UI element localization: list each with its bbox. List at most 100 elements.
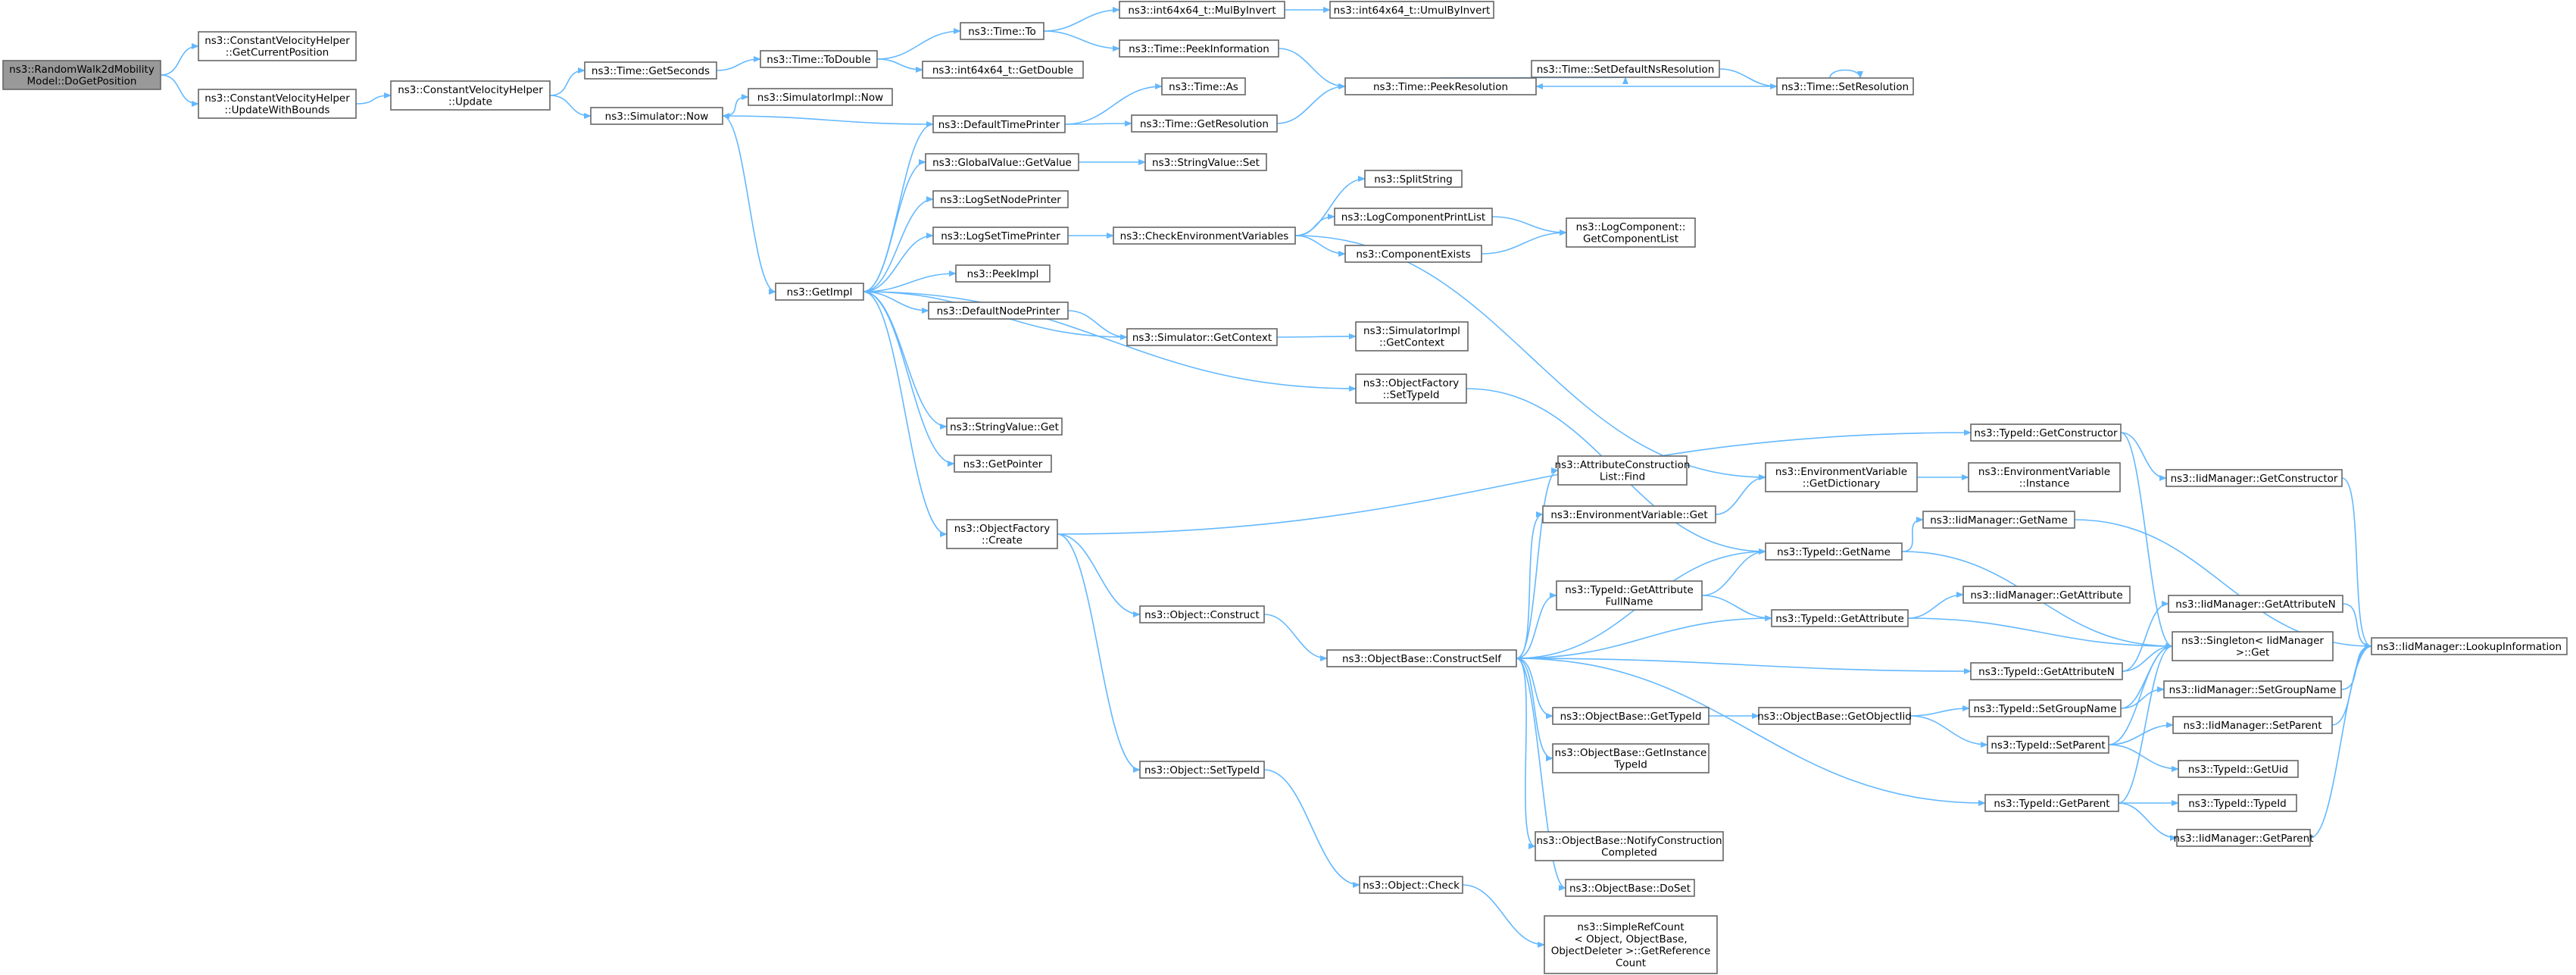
- node-box: [1334, 208, 1493, 226]
- function-node[interactable]: ns3::ObjectBase::GetObjectIid: [1757, 707, 1912, 725]
- function-node[interactable]: ns3::Time::SetResolution: [1776, 77, 1914, 95]
- function-node[interactable]: ns3::EnvironmentVariable::Instance: [1968, 462, 2121, 492]
- function-node[interactable]: ns3::LogSetTimePrinter: [932, 227, 1069, 245]
- function-node[interactable]: ns3::ConstantVelocityHelper::UpdateWithB…: [198, 89, 357, 119]
- function-node[interactable]: ns3::Simulator::Now: [590, 107, 723, 125]
- function-node[interactable]: ns3::CheckEnvironmentVariables: [1113, 227, 1296, 245]
- function-node[interactable]: ns3::IidManager::GetConstructor: [2165, 469, 2343, 487]
- function-node[interactable]: ns3::LogSetNodePrinter: [932, 190, 1069, 208]
- function-node[interactable]: ns3::PeekImpl: [955, 264, 1051, 283]
- function-node[interactable]: ns3::SimulatorImpl::GetContext: [1355, 321, 1469, 352]
- function-node[interactable]: ns3::StringValue::Set: [1144, 153, 1267, 171]
- function-node[interactable]: ns3::Simulator::GetContext: [1126, 328, 1278, 346]
- node-box: [760, 50, 878, 68]
- function-node[interactable]: ns3::Time::PeekResolution: [1344, 77, 1537, 95]
- function-node[interactable]: ns3::IidManager::GetAttributeN: [2168, 595, 2343, 613]
- function-node[interactable]: ns3::Time::GetResolution: [1131, 114, 1278, 133]
- function-node[interactable]: ns3::TypeId::GetName: [1765, 542, 1903, 561]
- function-node[interactable]: ns3::GetImpl: [775, 283, 864, 301]
- function-node[interactable]: ns3::LogComponent::GetComponentList: [1566, 217, 1696, 248]
- function-node[interactable]: ns3::GlobalValue::GetValue: [925, 153, 1079, 171]
- node-label: ns3::Time::SetResolution: [1781, 81, 1909, 93]
- call-edge: [2342, 603, 2372, 649]
- function-node[interactable]: ns3::ObjectBase::NotifyConstructionCompl…: [1535, 831, 1724, 861]
- function-node[interactable]: ns3::Time::GetSeconds: [584, 61, 717, 80]
- node-box: [1968, 462, 2121, 492]
- call-edge: [549, 95, 592, 119]
- node-box: [1131, 114, 1278, 133]
- function-node[interactable]: ns3::Time::As: [1161, 77, 1246, 95]
- function-node[interactable]: ns3::ConstantVelocityHelper::Update: [390, 80, 551, 111]
- function-node[interactable]: ns3::int64x64_t::UmulByInvert: [1329, 1, 1494, 19]
- function-node[interactable]: ns3::Object::Check: [1359, 876, 1463, 894]
- node-box: [1344, 245, 1482, 263]
- node-label: ns3::StringValue::Get: [950, 421, 1059, 433]
- function-node[interactable]: ns3::TypeId::GetAttribute: [1771, 609, 1909, 627]
- function-node[interactable]: ns3::SplitString: [1364, 170, 1463, 188]
- root-function-node[interactable]: ns3::RandomWalk2dMobilityModel::DoGetPos…: [2, 60, 161, 90]
- call-edge: [2341, 477, 2372, 649]
- function-node[interactable]: ns3::int64x64_t::MulByInvert: [1119, 1, 1285, 19]
- node-label: ns3::TypeId::GetConstructor: [1974, 427, 2118, 439]
- node-box: [954, 455, 1052, 473]
- function-node[interactable]: ns3::Time::PeekInformation: [1119, 39, 1279, 58]
- node-label: ns3::SimulatorImpl: [1363, 325, 1460, 337]
- node-box: [1765, 542, 1903, 561]
- call-edge: [1294, 235, 1346, 257]
- function-node[interactable]: ns3::Time::To: [960, 22, 1044, 40]
- function-node[interactable]: ns3::ObjectFactory::Create: [946, 519, 1058, 549]
- node-box: [1344, 77, 1537, 95]
- function-node[interactable]: ns3::ObjectFactory::SetTypeId: [1355, 373, 1467, 404]
- function-node[interactable]: ns3::Time::SetDefaultNsResolution: [1531, 60, 1720, 78]
- function-node[interactable]: ns3::ObjectBase::ConstructSelf: [1326, 649, 1517, 667]
- call-edge: [863, 291, 955, 467]
- node-box: [1758, 707, 1911, 725]
- function-node[interactable]: ns3::Singleton< IidManager>::Get: [2172, 631, 2334, 661]
- function-node[interactable]: ns3::Object::SetTypeId: [1139, 761, 1265, 779]
- node-label: ns3::IidManager::SetParent: [2184, 720, 2322, 732]
- call-edge: [1057, 533, 1141, 617]
- function-node[interactable]: ns3::Time::ToDouble: [760, 50, 878, 68]
- node-box: [946, 519, 1058, 549]
- function-node[interactable]: ns3::GetPointer: [954, 455, 1052, 473]
- function-node[interactable]: ns3::TypeId::GetUid: [2178, 760, 2299, 778]
- function-node[interactable]: ns3::TypeId::TypeId: [2178, 794, 2297, 812]
- function-node[interactable]: ns3::TypeId::SetGroupName: [1969, 699, 2122, 717]
- function-node[interactable]: ns3::IidManager::GetAttribute: [1962, 586, 2131, 604]
- function-node[interactable]: ns3::IidManager::GetParent: [2174, 829, 2314, 847]
- node-label: Model::DoGetPosition: [27, 76, 137, 88]
- function-node[interactable]: ns3::ObjectBase::DoSet: [1565, 879, 1695, 897]
- function-node[interactable]: ns3::DefaultNodePrinter: [928, 302, 1069, 320]
- node-label: ns3::ObjectBase::NotifyConstruction: [1536, 835, 1722, 847]
- function-node[interactable]: ns3::IidManager::GetName: [1922, 511, 2075, 529]
- function-node[interactable]: ns3::EnvironmentVariable::GetDictionary: [1765, 462, 1918, 492]
- node-box: [2178, 794, 2297, 812]
- node-box: [1119, 1, 1285, 19]
- function-node[interactable]: ns3::IidManager::SetGroupName: [2163, 680, 2342, 698]
- function-node[interactable]: ns3::ObjectBase::GetTypeId: [1552, 707, 1710, 725]
- function-node[interactable]: ns3::LogComponentPrintList: [1334, 208, 1493, 226]
- function-node[interactable]: ns3::TypeId::GetConstructor: [1970, 423, 2122, 442]
- node-label: ns3::LogComponent::: [1576, 221, 1686, 233]
- function-node[interactable]: ns3::ConstantVelocityHelper::GetCurrentP…: [198, 31, 357, 61]
- function-node[interactable]: ns3::DefaultTimePrinter: [932, 115, 1066, 133]
- function-node[interactable]: ns3::int64x64_t::GetDouble: [922, 61, 1084, 79]
- function-node[interactable]: ns3::IidManager::SetParent: [2172, 716, 2333, 734]
- function-node[interactable]: ns3::TypeId::SetParent: [1987, 736, 2109, 754]
- function-node[interactable]: ns3::StringValue::Get: [946, 417, 1063, 436]
- function-node[interactable]: ns3::Object::Construct: [1139, 605, 1265, 623]
- node-label: ns3::ConstantVelocityHelper: [205, 92, 350, 105]
- function-node[interactable]: ns3::TypeId::GetParent: [1984, 794, 2119, 812]
- call-edge: [1516, 658, 1972, 674]
- function-node[interactable]: ns3::SimulatorImpl::Now: [748, 88, 893, 106]
- node-label: ::GetContext: [1379, 337, 1444, 349]
- function-node[interactable]: ns3::SimpleRefCount< Object, ObjectBase,…: [1544, 915, 1718, 974]
- function-node[interactable]: ns3::TypeId::GetAttributeN: [1970, 662, 2123, 680]
- function-node[interactable]: ns3::IidManager::LookupInformation: [2371, 637, 2568, 655]
- function-node[interactable]: ns3::EnvironmentVariable::Get: [1542, 505, 1716, 523]
- function-node[interactable]: ns3::ComponentExists: [1344, 245, 1482, 263]
- node-box: [2163, 680, 2342, 698]
